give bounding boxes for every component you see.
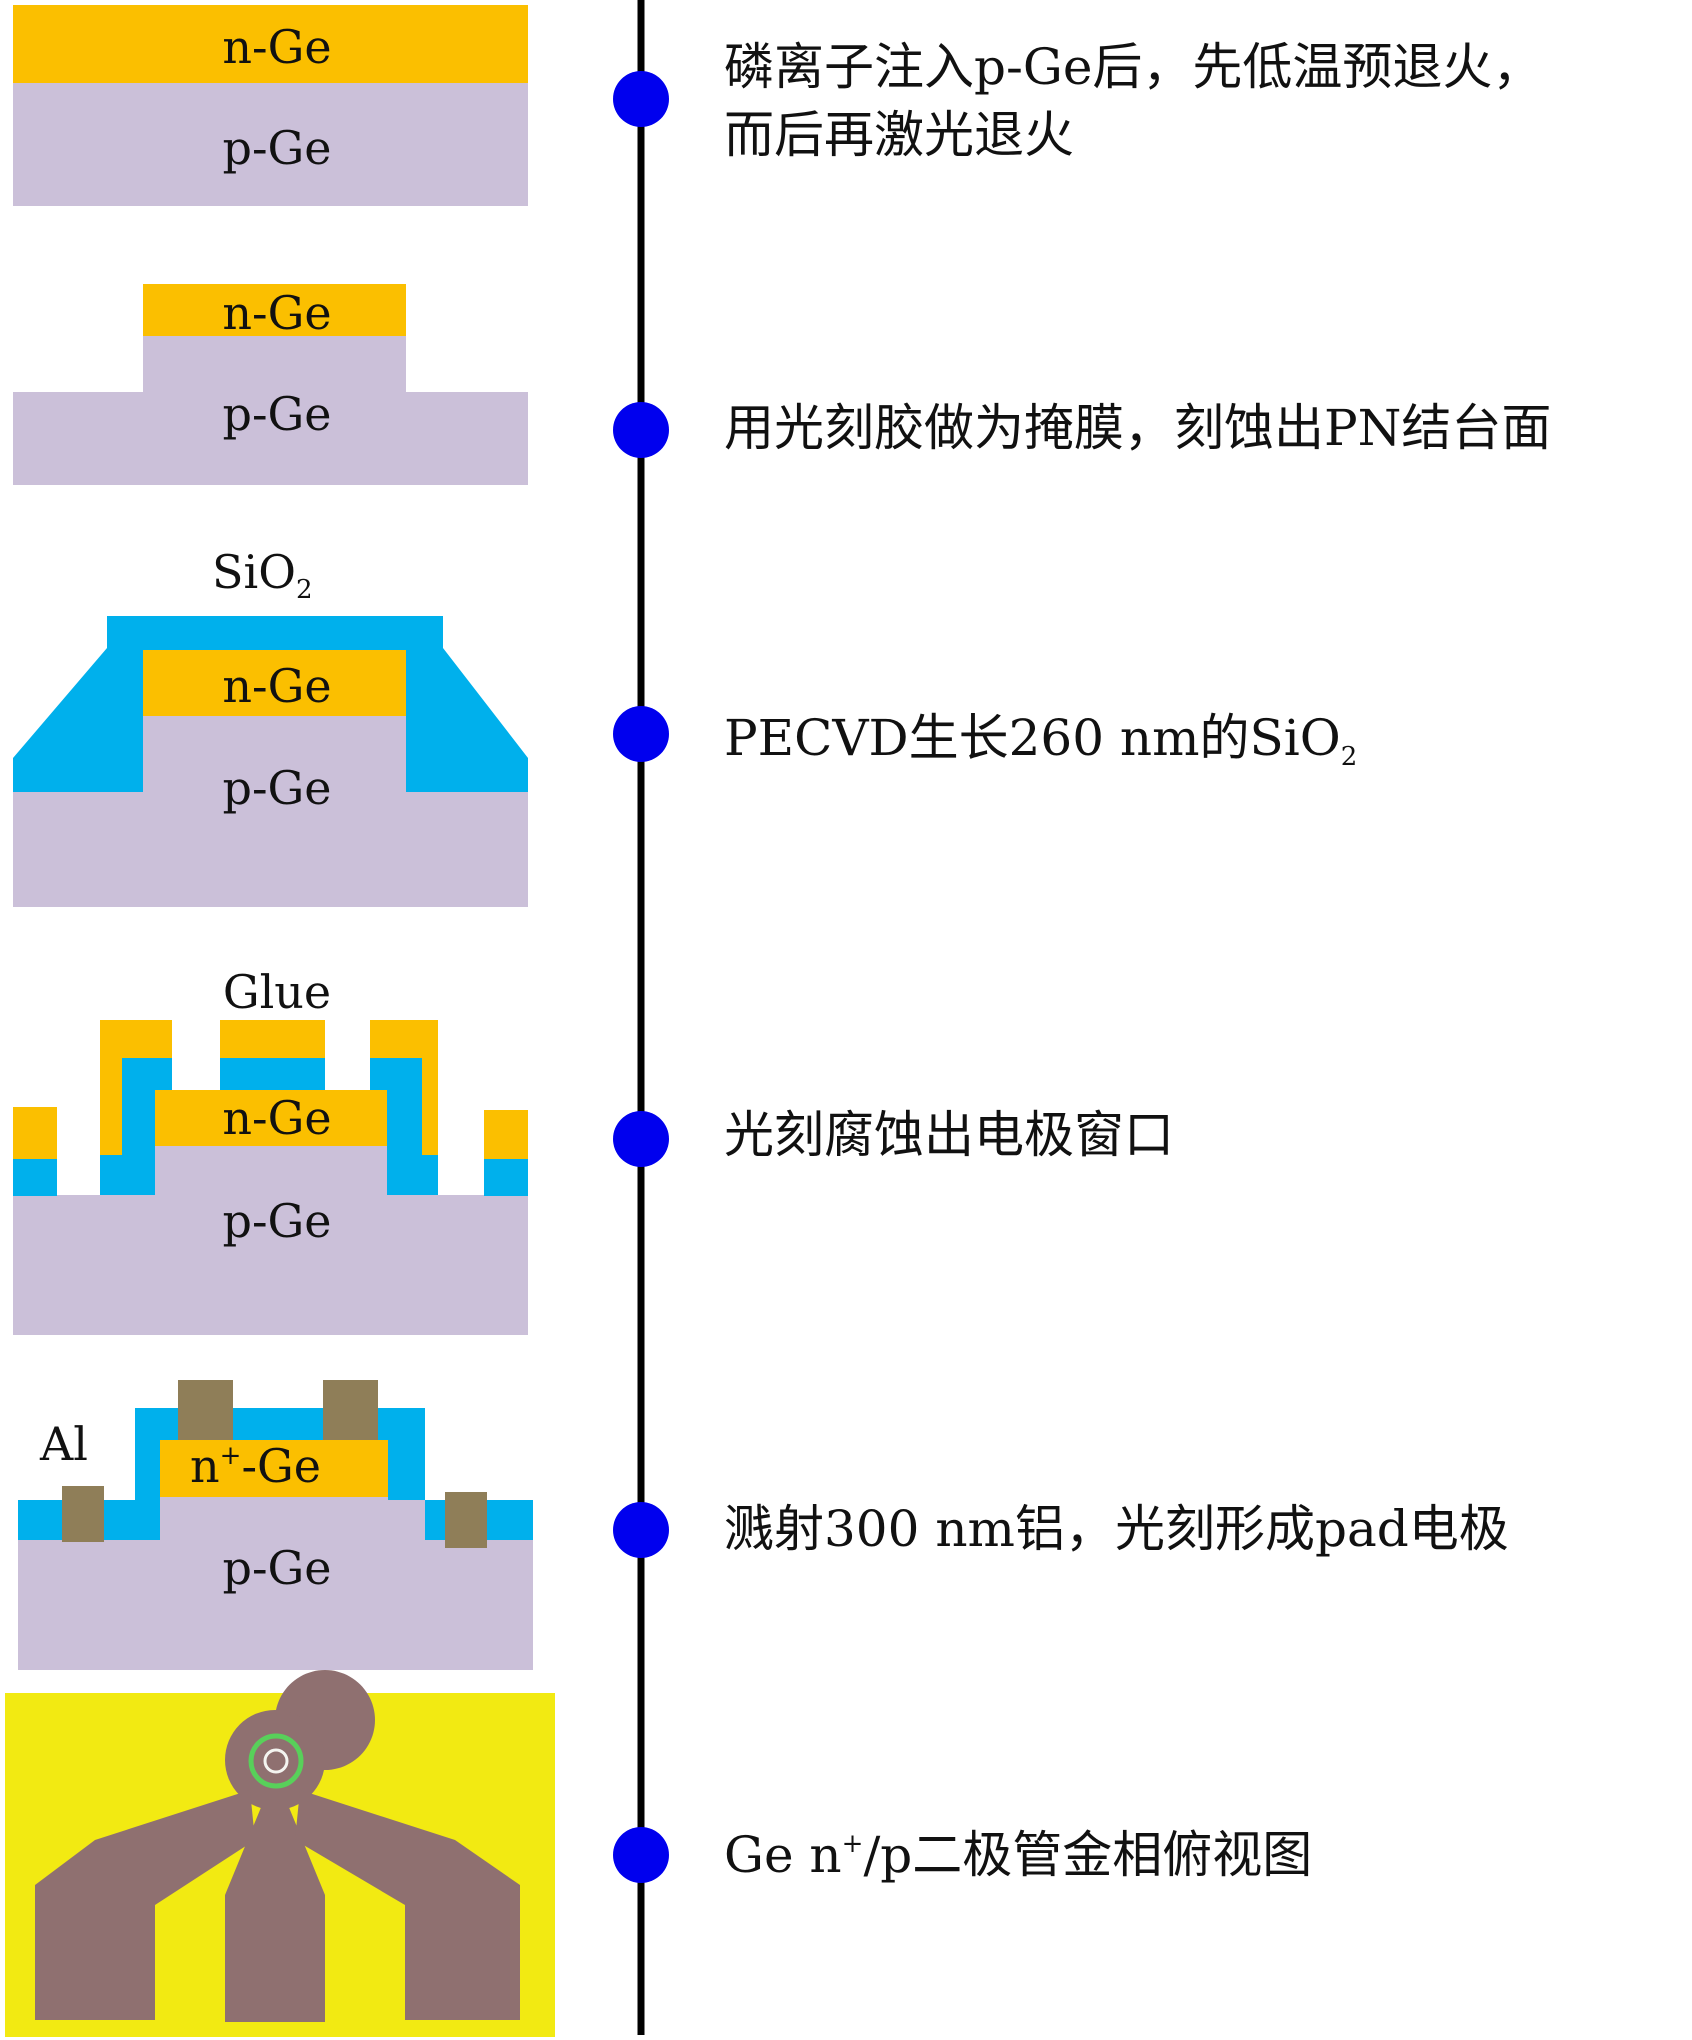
step-6-text: Ge n+/p二极管金相俯视图: [724, 1826, 1312, 1884]
metal-trace-middle: [225, 1805, 325, 2022]
p-ge-substrate: [13, 792, 528, 907]
sio2-segment-middle: [220, 1058, 325, 1090]
contact-pad-disc: [225, 1710, 325, 1810]
n-ge-label: n-Ge: [222, 659, 331, 713]
n-ge-layer: [143, 284, 406, 336]
step-4-text: 光刻腐蚀出电极窗口: [724, 1106, 1174, 1164]
step-marker-5: [613, 1502, 669, 1558]
glue-segment: [13, 1107, 57, 1159]
sio2-segment: [13, 1158, 57, 1196]
p-ge-mesa-core: [160, 1496, 388, 1540]
step-4-cross-section: Glue n-Ge p-Ge: [13, 965, 528, 1335]
step-marker-4: [613, 1111, 669, 1167]
n-ge-layer: [13, 5, 528, 83]
step-5-text: 溅射300 nm铝，光刻形成pad电极: [724, 1500, 1509, 1558]
p-ge-substrate: [13, 392, 528, 485]
step-3-text: PECVD生长260 nm的SiO2: [724, 709, 1357, 772]
al-pad: [323, 1380, 378, 1440]
sio2-segment: [484, 1158, 528, 1196]
p-ge-substrate: [13, 1195, 528, 1335]
nplus-ge-label: n+-Ge: [190, 1439, 321, 1493]
glue-segment: [484, 1110, 528, 1159]
p-ge-substrate: [13, 83, 528, 206]
p-ge-label: p-Ge: [223, 387, 332, 441]
sio2-sidewall-right: [370, 1058, 438, 1195]
glue-middle: [220, 1020, 325, 1058]
al-pad: [445, 1492, 487, 1548]
n-ge-label: n-Ge: [222, 286, 331, 340]
n-ge-label: n-Ge: [222, 20, 331, 74]
glue-label: Glue: [223, 965, 331, 1019]
p-ge-label: p-Ge: [223, 761, 332, 815]
step-1-line-1: 磷离子注入p-Ge后，先低温预退火，: [724, 38, 1542, 96]
p-ge-label: p-Ge: [223, 121, 332, 175]
n-ge-layer: [143, 650, 406, 716]
step-5-cross-section: Al n+-Ge p-Ge: [18, 1380, 533, 1670]
timeline-markers: [613, 71, 669, 1883]
p-ge-label: p-Ge: [223, 1541, 332, 1595]
step-descriptions: 磷离子注入p-Ge后，先低温预退火， 而后再激光退火 用光刻胶做为掩膜，刻蚀出P…: [724, 38, 1551, 1884]
step-marker-1: [613, 71, 669, 127]
sio2-label: SiO2: [212, 545, 312, 605]
n-ge-layer: [155, 1090, 387, 1146]
green-ring-icon: [248, 1733, 304, 1789]
step-marker-2: [613, 402, 669, 458]
al-pad: [62, 1486, 104, 1542]
p-ge-mesa: [143, 335, 406, 393]
glue-left: [100, 1020, 172, 1155]
metal-trace-right: [295, 1790, 520, 2020]
p-ge-mesa: [155, 1140, 387, 1196]
al-pad: [178, 1380, 233, 1440]
step-2-cross-section: n-Ge p-Ge: [13, 284, 528, 485]
step-3-cross-section: n-Ge p-Ge SiO2: [13, 545, 528, 907]
metal-trace-left: [35, 1790, 255, 2020]
al-label: Al: [39, 1417, 88, 1471]
p-ge-substrate: [18, 1540, 533, 1670]
step-2-text: 用光刻胶做为掩膜，刻蚀出PN结台面: [724, 399, 1551, 457]
p-ge-mesa: [143, 716, 406, 792]
glue-right: [370, 1020, 438, 1155]
nplus-ge-layer: [160, 1440, 388, 1497]
step-marker-3: [613, 706, 669, 762]
n-ge-label: n-Ge: [222, 1091, 331, 1145]
inner-ring-icon: [263, 1748, 289, 1774]
p-ge-label: p-Ge: [223, 1194, 332, 1248]
step-6-top-view-photo: [5, 1670, 555, 2037]
step-1-line-2: 而后再激光退火: [724, 106, 1074, 164]
step-marker-6: [613, 1827, 669, 1883]
step-1-cross-section: n-Ge p-Ge: [13, 5, 528, 206]
